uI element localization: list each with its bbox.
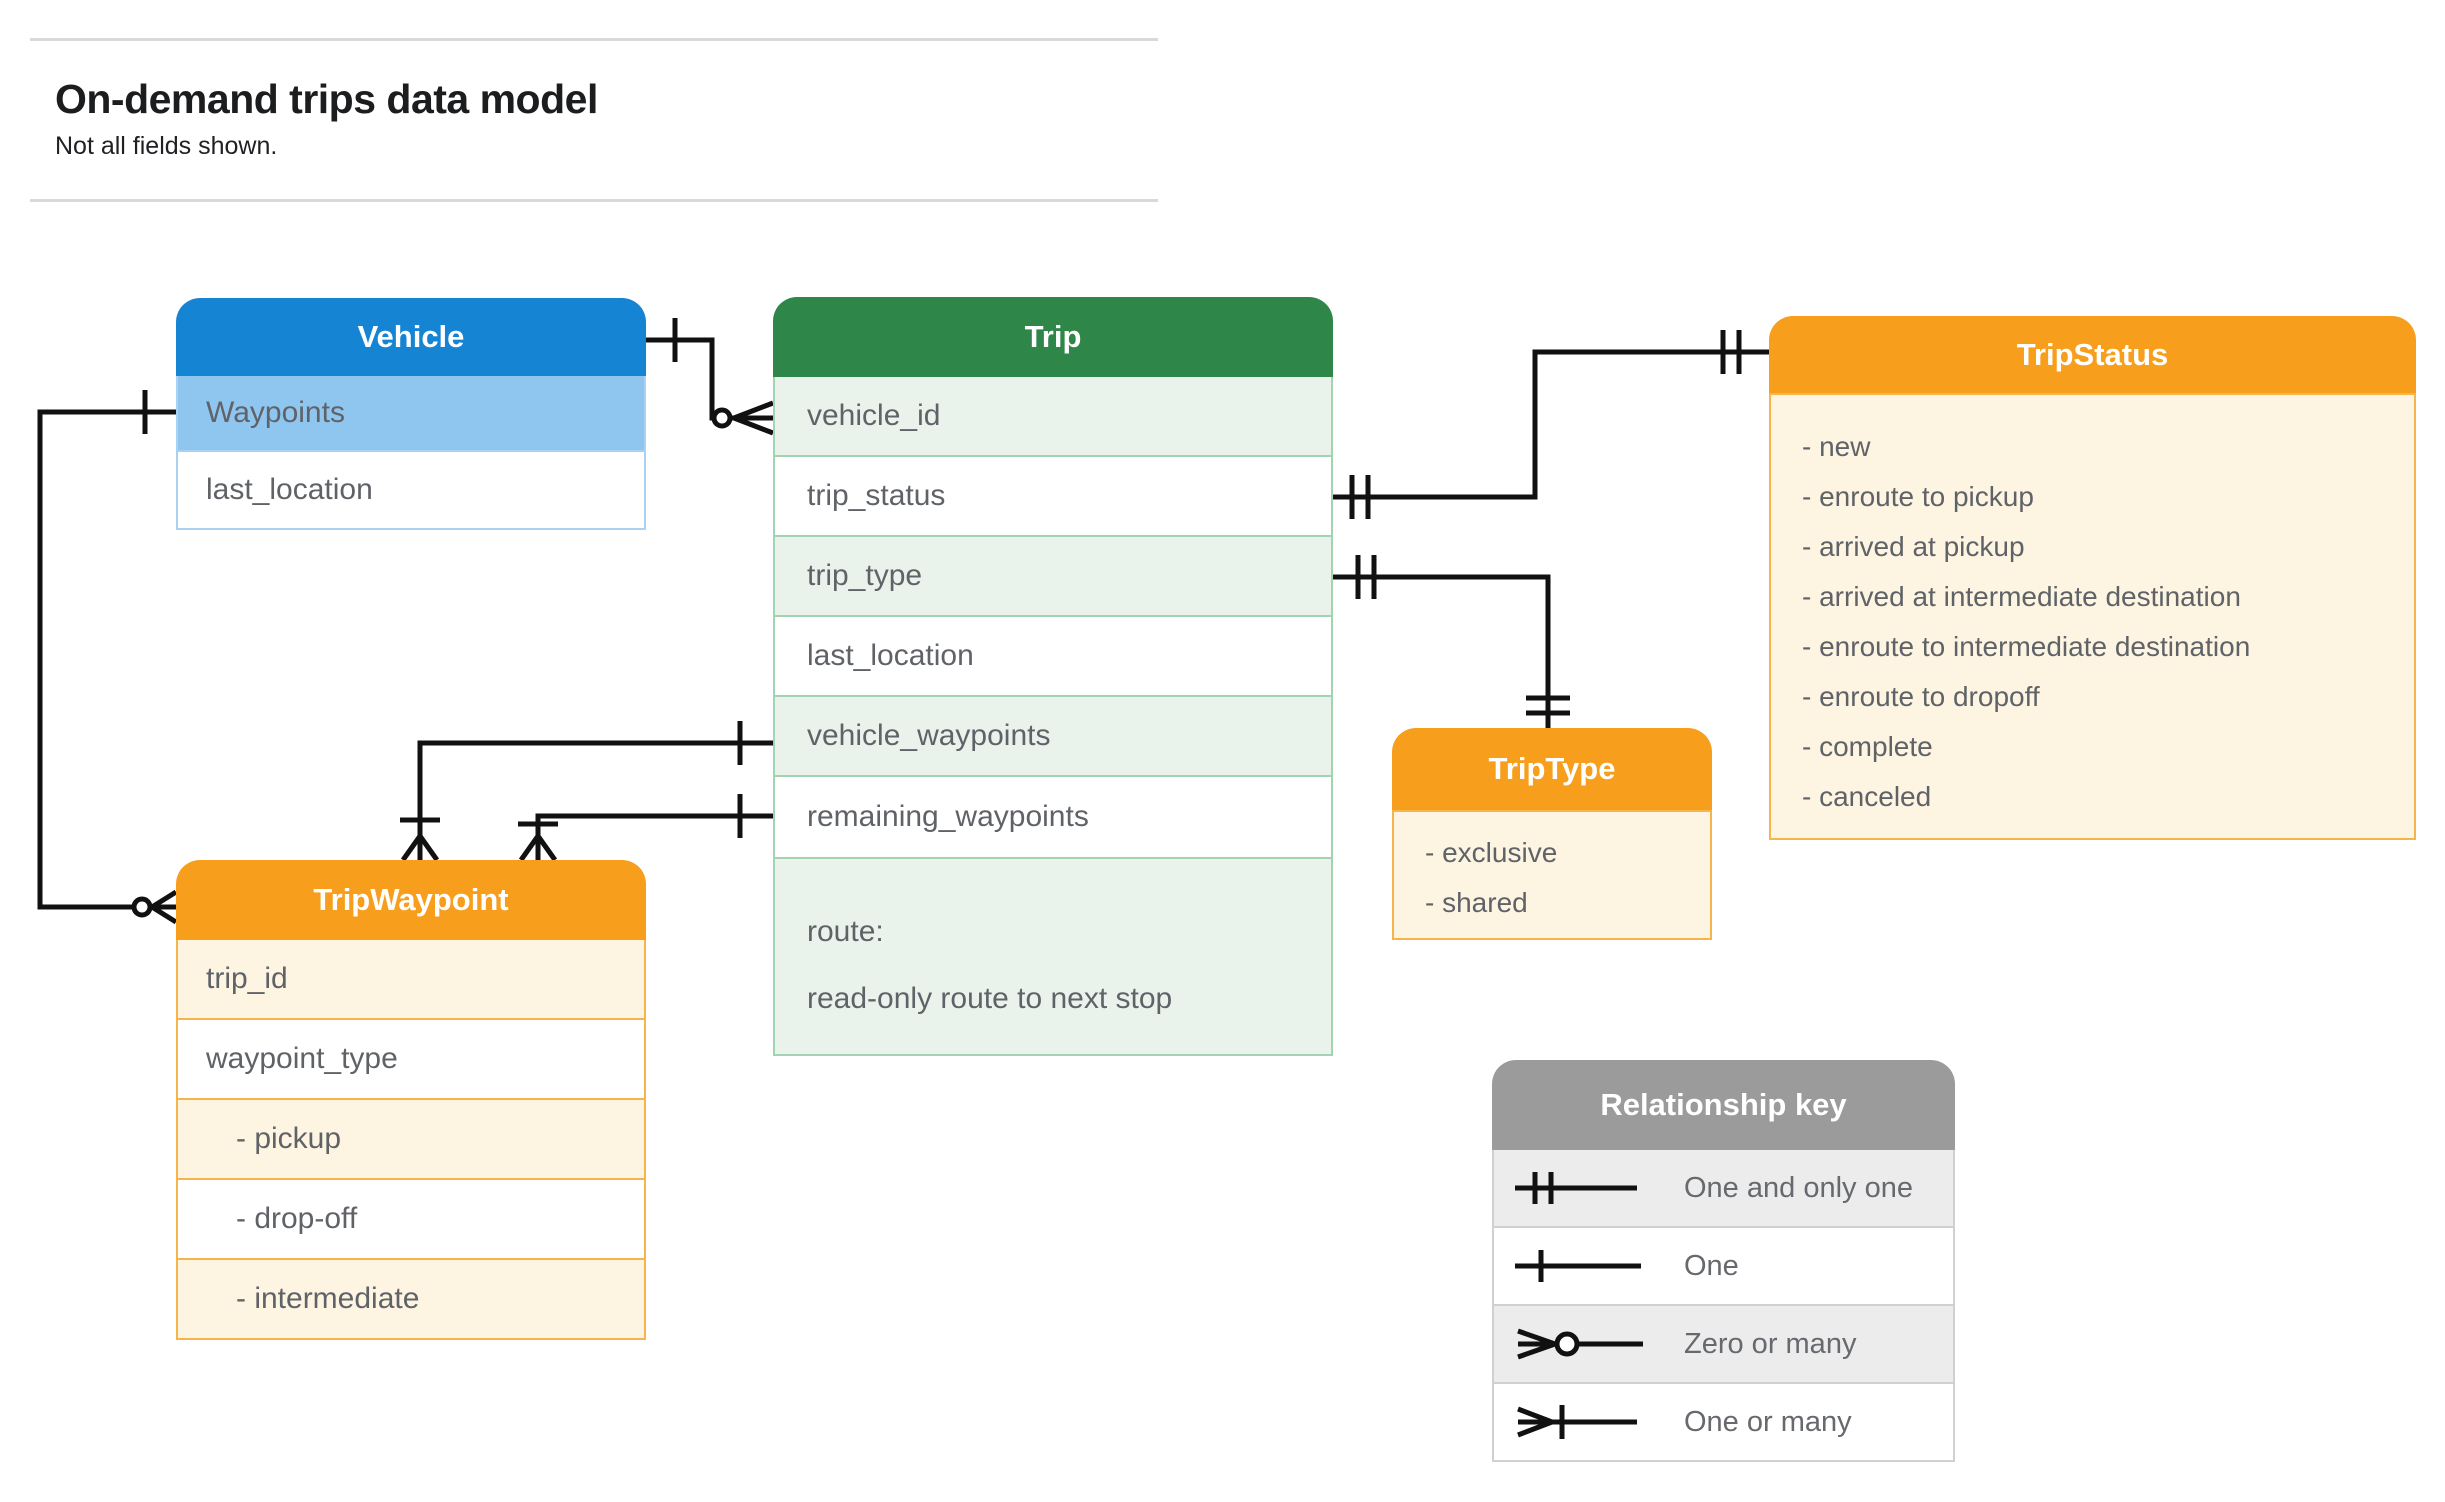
entity-triptype-title: TripType bbox=[1392, 728, 1712, 810]
entity-vehicle-title: Vehicle bbox=[176, 298, 646, 376]
triptype-value: - shared bbox=[1425, 887, 1528, 918]
zero-or-many-icon bbox=[1517, 1328, 1643, 1360]
one-or-many-icon bbox=[1517, 1405, 1637, 1439]
entity-tripstatus-title: TripStatus bbox=[1769, 316, 2416, 393]
top-divider bbox=[30, 38, 1158, 41]
legend-row-one: One bbox=[1492, 1228, 1955, 1306]
field-vehicle-waypoints: Waypoints bbox=[176, 376, 646, 452]
legend-label: One bbox=[1684, 1249, 1739, 1282]
tripstatus-value: - new bbox=[1802, 431, 1871, 462]
relationship-key: Relationship key One and only one One Ze… bbox=[1492, 1060, 1955, 1462]
field-trip-remaining-waypoints: remaining_waypoints bbox=[773, 777, 1333, 859]
connector-trip-triptype bbox=[1333, 555, 1570, 728]
legend-label: One or many bbox=[1684, 1405, 1852, 1438]
connector-trip-tripstatus bbox=[1333, 330, 1769, 519]
tripstatus-value: - enroute to dropoff bbox=[1802, 681, 2040, 712]
entity-vehicle: Vehicle Waypoints last_location bbox=[176, 298, 646, 530]
title-divider bbox=[30, 199, 1158, 202]
legend-row-one-or-many: One or many bbox=[1492, 1384, 1955, 1462]
field-trip-route: route: read-only route to next stop bbox=[773, 859, 1333, 1056]
legend-label: One and only one bbox=[1684, 1171, 1913, 1204]
field-trip-vehicle-waypoints: vehicle_waypoints bbox=[773, 697, 1333, 777]
connector-vehicle-waypoints-tripwaypoint bbox=[37, 390, 178, 925]
tripstatus-value: - enroute to intermediate destination bbox=[1802, 631, 2251, 662]
triptype-values: - exclusive - shared bbox=[1392, 810, 1712, 940]
connector-trip-remaining-waypoints bbox=[518, 794, 773, 862]
legend-row-zero-or-many: Zero or many bbox=[1492, 1306, 1955, 1384]
waypoint-type-intermediate: - intermediate bbox=[176, 1260, 646, 1340]
waypoint-type-dropoff: - drop-off bbox=[176, 1180, 646, 1260]
field-trip-type: trip_type bbox=[773, 537, 1333, 617]
field-trip-route-description: read-only route to next stop bbox=[807, 982, 1173, 1015]
entity-tripstatus: TripStatus - new - enroute to pickup - a… bbox=[1769, 316, 2416, 840]
tripstatus-value: - canceled bbox=[1802, 781, 1932, 812]
page-title: On-demand trips data model bbox=[55, 76, 598, 122]
waypoint-type-pickup: - pickup bbox=[176, 1100, 646, 1180]
connector-trip-vehicle-waypoints bbox=[400, 721, 773, 862]
field-vehicle-last-location: last_location bbox=[176, 452, 646, 530]
field-trip-status: trip_status bbox=[773, 457, 1333, 537]
tripstatus-value: - arrived at intermediate destination bbox=[1802, 581, 2241, 612]
relationship-key-title: Relationship key bbox=[1492, 1060, 1955, 1150]
field-trip-vehicle-id: vehicle_id bbox=[773, 377, 1333, 457]
field-tripwaypoint-trip-id: trip_id bbox=[176, 940, 646, 1020]
one-icon bbox=[1515, 1250, 1641, 1282]
tripstatus-value: - arrived at pickup bbox=[1802, 531, 2025, 562]
legend-label: Zero or many bbox=[1684, 1327, 1857, 1360]
entity-tripwaypoint-title: TripWaypoint bbox=[176, 860, 646, 940]
field-tripwaypoint-waypoint-type: waypoint_type bbox=[176, 1020, 646, 1100]
field-trip-route-label: route: bbox=[807, 915, 884, 948]
tripstatus-value: - complete bbox=[1802, 731, 1933, 762]
connector-vehicle-trip bbox=[646, 318, 774, 436]
page-subtitle: Not all fields shown. bbox=[55, 132, 278, 160]
entity-trip: Trip vehicle_id trip_status trip_type la… bbox=[773, 297, 1333, 1056]
entity-trip-title: Trip bbox=[773, 297, 1333, 377]
field-trip-last-location: last_location bbox=[773, 617, 1333, 697]
legend-row-one-and-only-one: One and only one bbox=[1492, 1150, 1955, 1228]
one-and-only-one-icon bbox=[1515, 1172, 1637, 1204]
entity-triptype: TripType - exclusive - shared bbox=[1392, 728, 1712, 940]
triptype-value: - exclusive bbox=[1425, 837, 1558, 868]
tripstatus-values: - new - enroute to pickup - arrived at p… bbox=[1769, 393, 2416, 840]
entity-tripwaypoint: TripWaypoint trip_id waypoint_type - pic… bbox=[176, 860, 646, 1340]
tripstatus-value: - enroute to pickup bbox=[1802, 481, 2034, 512]
